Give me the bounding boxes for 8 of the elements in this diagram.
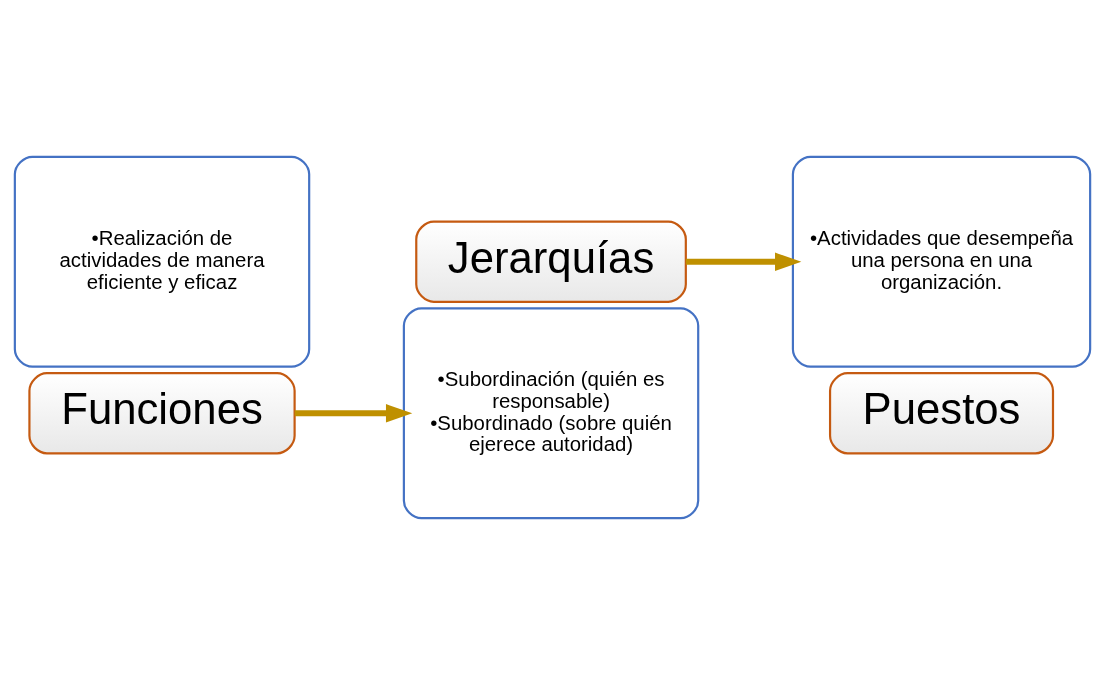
arrow (685, 252, 802, 271)
node-box: •Actividades que desempeña una persona en una organización. (791, 155, 1092, 368)
arrow (294, 403, 413, 422)
node-box: Jerarquías (415, 220, 687, 303)
node-box: •Realización de actividades de manera eficiente y eficaz (13, 155, 311, 368)
node-box: Funciones (28, 371, 296, 454)
node-box: Puestos (828, 371, 1055, 454)
node-box: •Subordinación (quién es responsable) •Subordinado (sobre quién ejerece autoridad) (402, 306, 700, 519)
